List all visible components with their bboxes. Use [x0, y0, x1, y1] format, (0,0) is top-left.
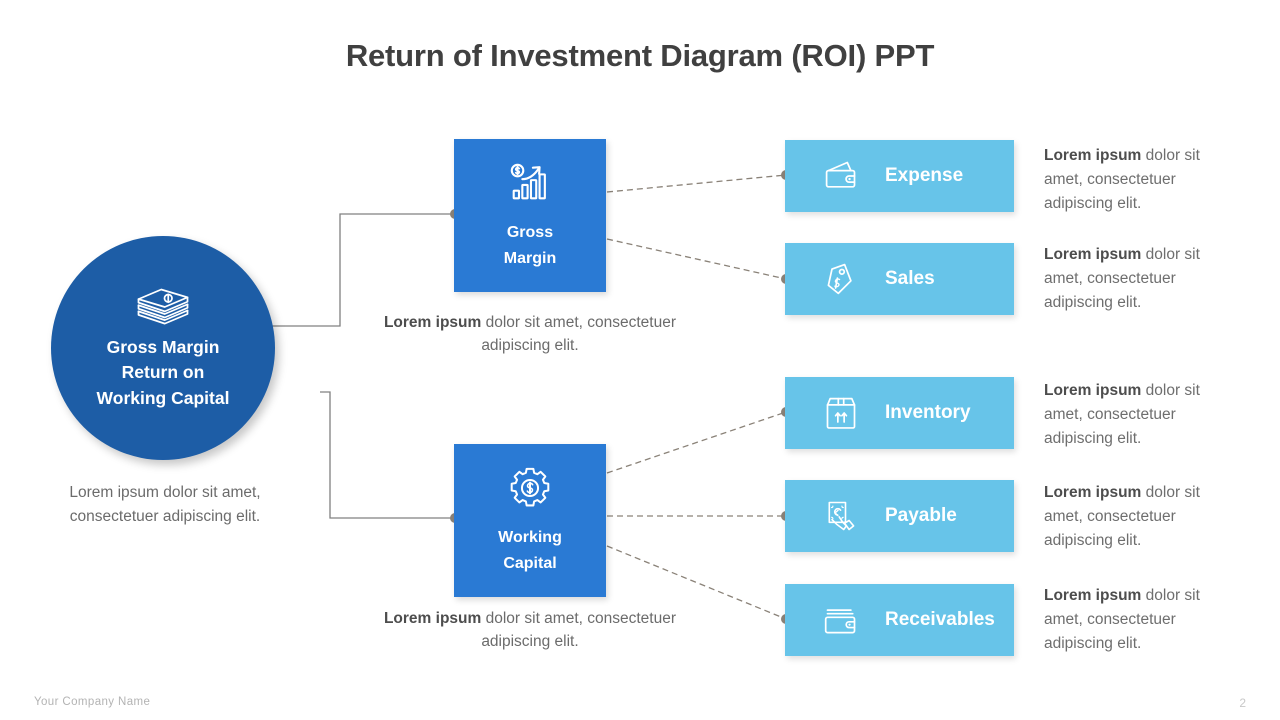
- hand-money-icon: [828, 501, 855, 531]
- branch-caption-rest: dolor sit amet, consectetuer adipiscing …: [481, 610, 677, 651]
- connector-working-to-inventory: [606, 411, 787, 474]
- item-label-expense: Expense: [885, 165, 964, 186]
- item-desc-bold: Lorem ipsum: [1044, 246, 1142, 263]
- money-stack-icon: [137, 288, 189, 325]
- item-bar-expense[interactable]: Expense: [785, 140, 1014, 212]
- item-bar-receivables[interactable]: Receivables: [785, 584, 1014, 656]
- branch-label-working-capital: Working Capital: [498, 528, 562, 572]
- item-desc-sales: Lorem ipsum dolor sit amet, consectetuer…: [1044, 243, 1220, 315]
- item-bar-payable[interactable]: Payable: [785, 480, 1014, 552]
- connector-gross-to-expense: [606, 174, 787, 193]
- hub-caption: Lorem ipsum dolor sit amet, consectetuer…: [69, 484, 261, 526]
- branch-box-gross-margin[interactable]: Gross Margin: [454, 139, 606, 292]
- footer-page-number: 2: [1239, 696, 1246, 710]
- item-desc-rest: dolor sit amet, consectetuer adipiscing …: [1044, 484, 1200, 550]
- growth-chart-dollar-icon: [510, 163, 546, 200]
- branch-caption-rest: dolor sit amet, consectetuer adipiscing …: [481, 314, 677, 355]
- branch-caption-gross-margin: Lorem ipsum dolor sit amet, consectetuer…: [380, 311, 680, 358]
- card-wallet-icon: [824, 609, 856, 634]
- footer-company-name: Your Company Name: [34, 696, 151, 708]
- item-desc-rest: dolor sit amet, consectetuer adipiscing …: [1044, 246, 1200, 312]
- item-desc-receivables: Lorem ipsum dolor sit amet, consectetuer…: [1044, 584, 1220, 656]
- hub-label: Gross Margin Return on Working Capital: [96, 336, 230, 408]
- item-desc-bold: Lorem ipsum: [1044, 484, 1142, 501]
- hub-node-gross-margin-return[interactable]: Gross Margin Return on Working Capital: [51, 236, 275, 460]
- item-desc-rest: dolor sit amet, consectetuer adipiscing …: [1044, 147, 1200, 213]
- item-desc-inventory: Lorem ipsum dolor sit amet, consectetuer…: [1044, 379, 1220, 451]
- price-tag-dollar-icon: [827, 263, 852, 295]
- item-bar-sales[interactable]: Sales: [785, 243, 1014, 315]
- item-label-sales: Sales: [885, 268, 935, 289]
- item-bar-inventory[interactable]: Inventory: [785, 377, 1014, 449]
- branch-caption-bold: Lorem ipsum: [383, 314, 482, 331]
- item-desc-bold: Lorem ipsum: [1044, 147, 1142, 164]
- branch-label-gross-margin: Gross Margin: [503, 223, 557, 267]
- box-up-arrows-icon: [826, 397, 856, 429]
- item-desc-bold: Lorem ipsum: [1044, 587, 1142, 604]
- connector-hub-to-gross: [268, 213, 454, 327]
- wallet-icon: [825, 161, 856, 188]
- branch-box-working-capital[interactable]: Working Capital: [454, 444, 606, 597]
- item-desc-bold: Lorem ipsum: [1044, 382, 1142, 399]
- branch-caption-working-capital: Lorem ipsum dolor sit amet, consectetuer…: [380, 607, 680, 654]
- item-desc-expense: Lorem ipsum dolor sit amet, consectetuer…: [1044, 144, 1220, 216]
- item-desc-rest: dolor sit amet, consectetuer adipiscing …: [1044, 382, 1200, 448]
- item-desc-rest: dolor sit amet, consectetuer adipiscing …: [1044, 587, 1200, 653]
- connector-gross-to-sales: [606, 238, 787, 280]
- connector-hub-to-working: [320, 391, 454, 519]
- item-label-inventory: Inventory: [885, 402, 971, 423]
- item-desc-payable: Lorem ipsum dolor sit amet, consectetuer…: [1044, 481, 1220, 553]
- item-label-payable: Payable: [885, 505, 957, 526]
- page-title: Return of Investment Diagram (ROI) PPT: [345, 38, 935, 73]
- item-label-receivables: Receivables: [885, 609, 995, 630]
- gear-dollar-icon: [510, 467, 550, 507]
- branch-caption-bold: Lorem ipsum: [383, 610, 482, 627]
